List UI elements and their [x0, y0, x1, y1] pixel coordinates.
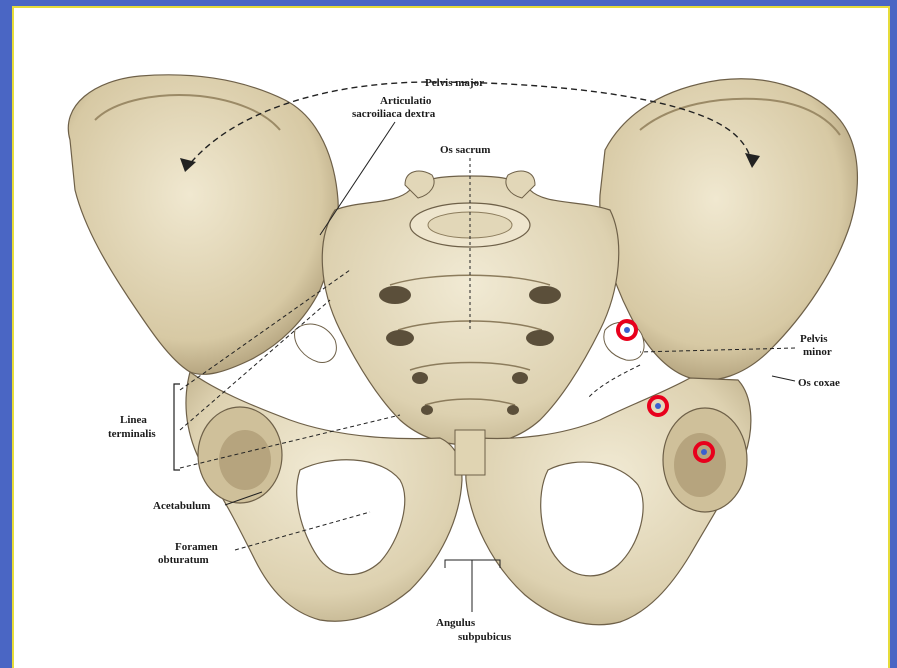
label-angulus-line1: Angulus — [436, 617, 476, 629]
label-foramen-line1: Foramen — [175, 541, 218, 553]
label-articulatio-line2: sacroiliaca dextra — [352, 108, 436, 120]
label-articulatio-line1: Articulatio — [380, 95, 432, 107]
label-linea-line2: terminalis — [108, 428, 156, 440]
label-linea-line1: Linea — [120, 414, 147, 426]
label-pelvis-minor-line1: Pelvis — [800, 333, 828, 345]
label-os-sacrum: Os sacrum — [440, 144, 490, 156]
label-angulus-line2: subpubicus — [458, 631, 512, 643]
label-pelvis-minor-line2: minor — [803, 346, 832, 358]
label-foramen-line2: obturatum — [158, 554, 209, 566]
pubic-symphysis — [455, 430, 485, 475]
label-os-coxae: Os coxae — [798, 377, 840, 389]
label-pelvis-major: Pelvis major — [425, 77, 484, 89]
label-acetabulum: Acetabulum — [153, 500, 210, 512]
